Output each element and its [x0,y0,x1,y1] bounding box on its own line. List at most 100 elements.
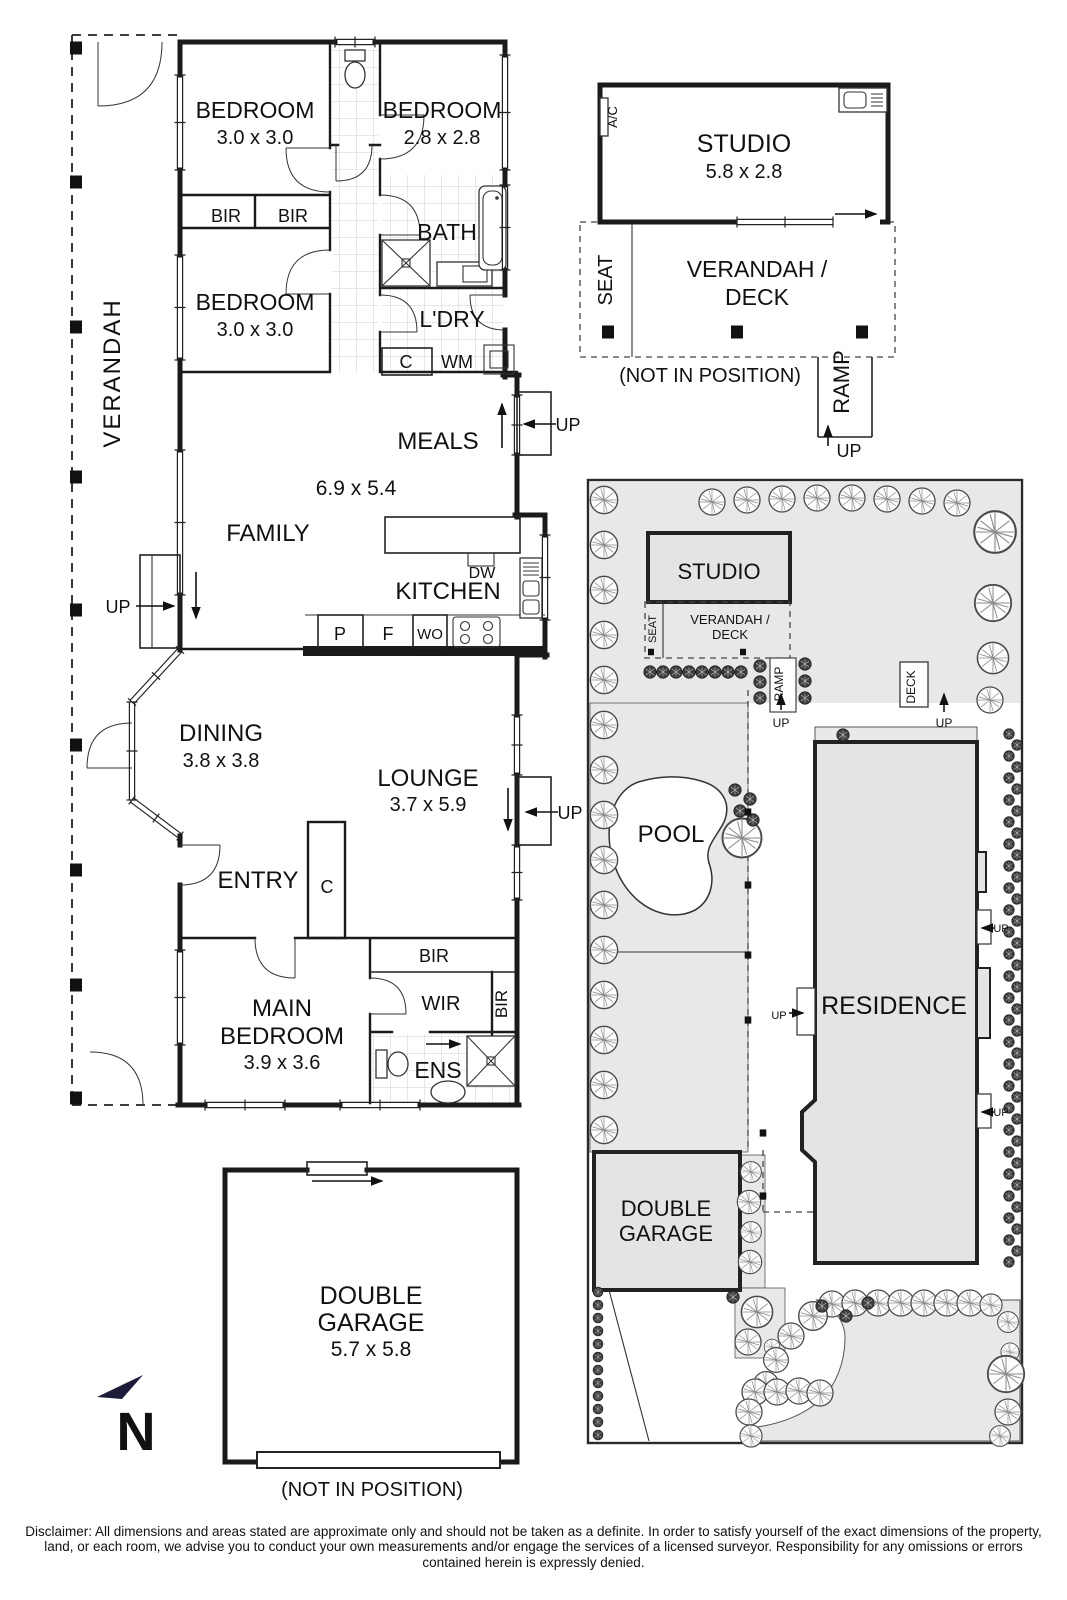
bath-label: BATH [417,219,477,245]
shrub-icon [1003,1014,1015,1026]
shrub-icon [1011,1069,1023,1081]
meals-up-label: UP [555,415,580,435]
shrub-icon [1003,1212,1015,1224]
shrub-icon [592,1325,604,1337]
site-post-icon [744,808,752,816]
shrub-icon [1011,1201,1023,1213]
shrub-icon [1011,915,1023,927]
shrub-icon [1011,739,1023,751]
shrub-icon [798,657,812,671]
tree-icon [979,1293,1003,1317]
tree-icon [739,1424,763,1448]
shrub-icon [669,665,683,679]
tree-icon [589,845,619,875]
site-ramp-label: RAMP [772,667,786,702]
studio-verandah-label-1: VERANDAH / [687,256,828,282]
shrub-icon [721,665,735,679]
shrub-icon [1011,1223,1023,1235]
bir-main-label: BIR [419,946,449,966]
entry-cupboard-box [306,820,347,940]
bedroom3-dims: 3.0 x 3.0 [217,319,294,341]
shrub-icon [592,1338,604,1350]
site-plan: STUDIO VERANDAH / DECK SEAT RAMP UP DECK… [586,478,1026,1448]
tree-icon [589,1025,619,1055]
disclaimer: Disclaimer: All dimensions and areas sta… [25,1524,1042,1570]
site-post-icon [744,951,752,959]
site-garage-label-2: GARAGE [619,1221,713,1246]
main-bedroom-dims: 3.9 x 3.6 [244,1052,321,1074]
garage-roller-door [256,1451,501,1469]
shrub-icon [733,804,747,818]
site-double-garage [592,1150,742,1292]
interior-walls [178,40,519,1105]
shrub-icon [1003,1124,1015,1136]
entry-label: ENTRY [218,867,299,894]
tree-icon [589,935,619,965]
north-label: N [117,1402,156,1462]
post-icon [70,863,82,877]
driveway-edge [608,1289,650,1442]
family-meals-dims: 6.9 x 5.4 [316,477,397,500]
shrub-icon [592,1416,604,1428]
shrub-icon [1003,816,1015,828]
shrub-icon [592,1390,604,1402]
window-icon [736,216,834,228]
garage-label-2: GARAGE [318,1309,425,1337]
residence-porch-up-label: UP [771,1010,786,1022]
residence-up-label-2: UP [993,1107,1008,1119]
tree-icon [989,1425,1011,1447]
wall-oven-box [412,614,448,649]
site-studio-label: STUDIO [677,559,760,584]
tree-icon [589,800,619,830]
residence-up-porch [796,987,816,1036]
shrub-icon [839,1309,853,1323]
verandah-boundary [71,34,180,1106]
tree-icon [740,1295,774,1329]
shrub-icon [1011,959,1023,971]
site-post-icon [744,1016,752,1024]
site-dashed-path [747,690,815,1213]
site-seat-label: SEAT [647,615,659,643]
window-icon [511,394,523,456]
post-icon [856,325,868,339]
studio-dims-label: 5.8 x 2.8 [706,161,783,183]
tree-icon [698,488,726,516]
tree-icon [589,710,619,740]
shrub-icon [1011,871,1023,883]
window-icon [174,74,186,171]
north-arrow-icon [97,1375,143,1399]
shrub-icon [1011,849,1023,861]
shrub-icon [836,728,850,742]
site-deck-up-label: UP [936,716,953,730]
tree-icon [887,1289,915,1317]
window-icon [174,449,186,596]
lounge-up-step [516,776,552,846]
post-icon [70,41,82,55]
shrub-icon [1011,1003,1023,1015]
shrub-icon [1011,937,1023,949]
shrub-icon [656,665,670,679]
shrub-icon [1011,1157,1023,1169]
site-post-icon [759,1192,767,1200]
garage-not-in-position: (NOT IN POSITION) [281,1479,463,1501]
site-ramp-up-label: UP [773,716,790,730]
washing-machine-label: WM [441,352,473,372]
site-bottom-garden [756,1299,1021,1442]
shrub-icon [1011,1245,1023,1257]
tree-icon [976,686,1004,714]
ac-unit-icon [599,97,609,137]
shrub-icon [1003,970,1015,982]
tree-icon [589,665,619,695]
hall-tiles [332,44,378,372]
site-post-icon [740,648,746,656]
shrub-icon [1011,761,1023,773]
bedroom3-label: BEDROOM [196,289,315,315]
post-icon [70,320,82,334]
residence-up-step-1 [976,909,992,945]
site-verandah-deck [644,601,791,659]
site-deck-box [899,661,929,708]
shrub-icon [753,659,767,673]
bedroom1-label: BEDROOM [196,97,315,123]
tree-icon [589,485,619,515]
